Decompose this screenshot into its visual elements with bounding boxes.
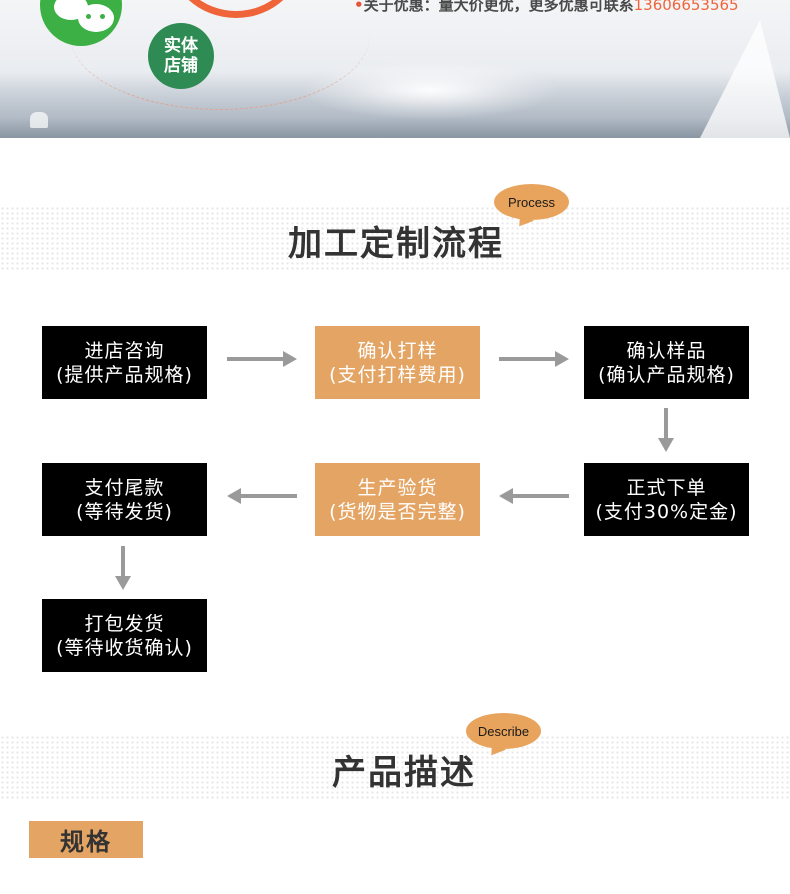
step-production-inspection: 生产验货 (货物是否完整) (315, 463, 480, 536)
wechat-eye (100, 14, 105, 19)
step-title: 支付尾款 (84, 476, 165, 499)
step-title: 生产验货 (357, 476, 438, 499)
step-subtitle: (支付打样费用) (329, 363, 466, 386)
step-pay-balance: 支付尾款 (等待发货) (42, 463, 207, 536)
bullet-dot-icon: • (354, 0, 364, 14)
describe-section-title: 产品描述 (332, 753, 476, 793)
step-title: 进店咨询 (84, 339, 165, 362)
arrow-down-icon (658, 408, 674, 452)
promo-line: •关于优惠：量大价更优，更多优惠可联系13606653565 (354, 0, 739, 15)
step-title: 打包发货 (84, 612, 165, 635)
describe-header-band (0, 735, 790, 799)
arrow-right-icon (227, 351, 297, 367)
process-tag-bubble: Process (494, 184, 569, 220)
banner-dotted-arc (70, 0, 370, 110)
sailboat-icon (700, 20, 790, 138)
step-confirm-sample: 确认样品 (确认产品规格) (584, 326, 749, 399)
step-subtitle: (等待发货) (76, 500, 173, 523)
cut-off-text-fragment (29, 886, 129, 894)
process-header-band (0, 206, 790, 270)
step-subtitle: (提供产品规格) (56, 363, 193, 386)
wechat-eye (86, 14, 91, 19)
spec-label: 规格 (29, 821, 143, 858)
step-pack-ship: 打包发货 (等待收货确认) (42, 599, 207, 672)
arrow-left-icon (499, 488, 569, 504)
step-subtitle: (支付30%定金) (595, 500, 738, 523)
describe-tag-bubble: Describe (466, 713, 541, 749)
step-confirm-proofing: 确认打样 (支付打样费用) (315, 326, 480, 399)
step-title: 确认打样 (357, 339, 438, 362)
step-title: 确认样品 (626, 339, 707, 362)
physical-store-badge[interactable]: 实体 店铺 (148, 23, 214, 89)
step-subtitle: (货物是否完整) (329, 500, 466, 523)
arrow-right-icon (499, 351, 569, 367)
arrow-down-icon (115, 546, 131, 590)
wechat-bubble-small (78, 4, 114, 32)
step-title: 正式下单 (626, 476, 707, 499)
store-label-line1: 实体 (164, 36, 198, 56)
logo-mark-icon (30, 112, 48, 128)
promo-phone[interactable]: 13606653565 (633, 0, 739, 14)
step-subtitle: (等待收货确认) (56, 636, 193, 659)
step-subtitle: (确认产品规格) (598, 363, 735, 386)
arrow-left-icon (227, 488, 297, 504)
store-label-line2: 店铺 (164, 56, 198, 76)
step-store-consult: 进店咨询 (提供产品规格) (42, 326, 207, 399)
top-banner: 实体 店铺 •关于优惠：量大价更优，更多优惠可联系13606653565 (0, 0, 790, 138)
promo-text: 关于优惠：量大价更优，更多优惠可联系 (363, 0, 634, 14)
step-place-order: 正式下单 (支付30%定金) (584, 463, 749, 536)
process-section-title: 加工定制流程 (288, 224, 504, 264)
